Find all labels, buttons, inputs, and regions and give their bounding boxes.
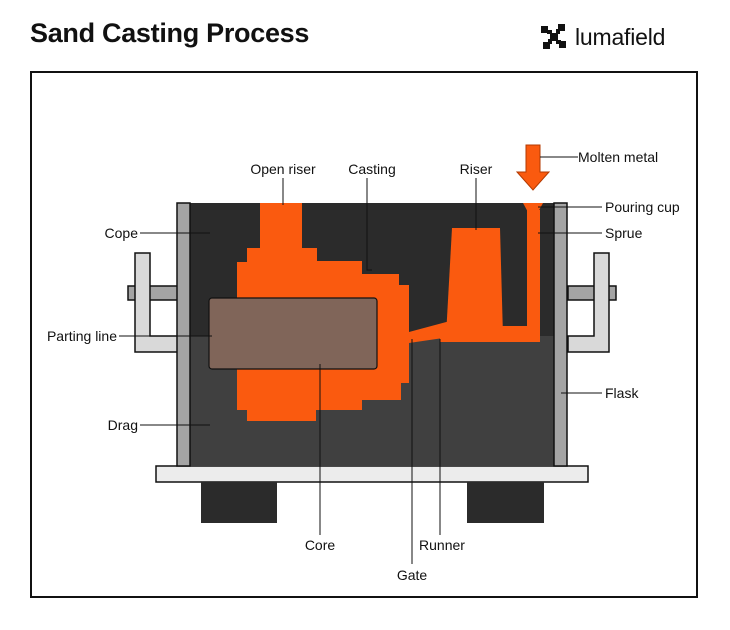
gate-shape [409,321,450,343]
riser-shape [446,228,503,336]
leader-lines [119,156,602,564]
pouring-cup-shape [523,203,543,214]
base-board [155,465,589,483]
runner-shape [440,326,540,342]
left-clamp [134,252,179,353]
lumafield-logo-icon [541,24,566,49]
label-molten-metal: Molten metal [578,149,658,165]
label-drag: Drag [108,417,138,433]
label-cope: Cope [105,225,139,241]
brand-name: lumafield [575,23,666,50]
core-shape [208,297,378,370]
label-core: Core [305,537,336,553]
right-clamp [567,252,610,353]
label-open-riser: Open riser [250,161,316,177]
brand-logo: lumafield [541,22,665,52]
left-foot [201,482,277,523]
label-runner: Runner [419,537,465,553]
label-parting-line: Parting line [47,328,117,344]
label-gate: Gate [397,567,428,583]
right-foot [467,482,544,523]
label-casting: Casting [348,161,395,177]
page-title: Sand Casting Process [30,18,310,48]
label-pouring-cup: Pouring cup [605,199,680,215]
molten-metal-arrow [515,144,551,191]
label-riser: Riser [460,161,493,177]
diagram-frame [30,71,698,598]
label-sprue: Sprue [605,225,643,241]
flask-left-wall [176,202,191,467]
sprue-shape [527,210,540,338]
flask-right-wall [553,202,568,467]
label-flask: Flask [605,385,639,401]
